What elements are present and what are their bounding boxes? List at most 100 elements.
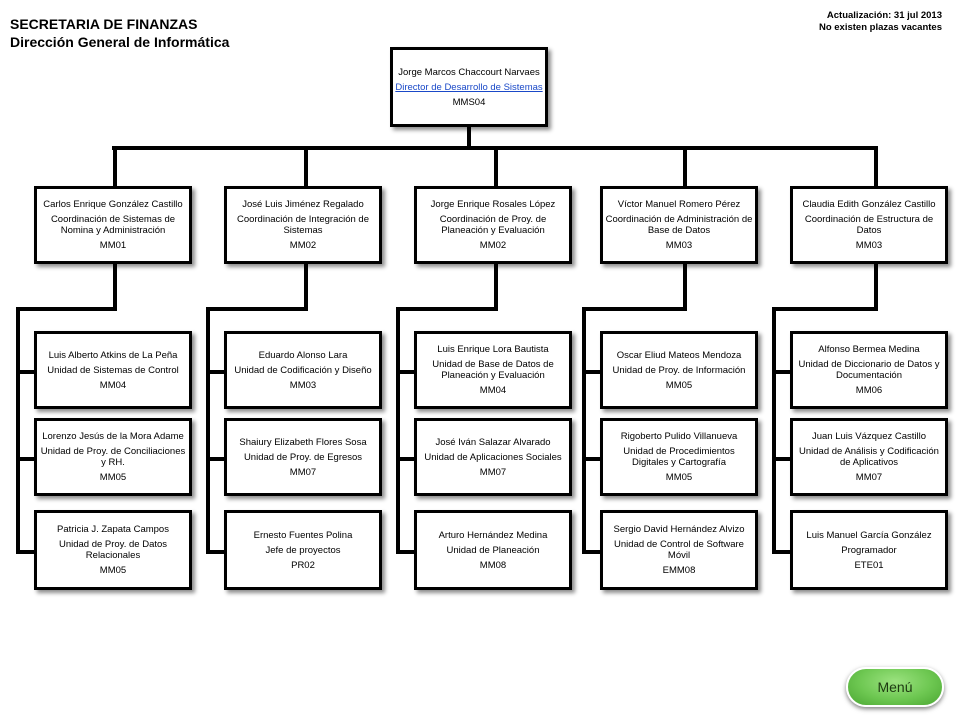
connector-bus-coord-3 bbox=[494, 146, 498, 186]
person-name: Carlos Enrique González Castillo bbox=[43, 199, 183, 210]
position-title: Unidad de Control de Software Móvil bbox=[614, 539, 744, 561]
position-code: MM07 bbox=[479, 466, 507, 478]
position-code: MM03 bbox=[855, 240, 883, 251]
position-title: Unidad de Sistemas de Control bbox=[47, 364, 179, 376]
connector-coord-side-5 bbox=[772, 307, 878, 311]
person-name: Juan Luis Vázquez Castillo bbox=[811, 431, 927, 442]
connector-side-vertical-5 bbox=[772, 307, 776, 552]
person-name: Claudia Edith González Castillo bbox=[802, 199, 936, 210]
person-name: Víctor Manuel Romero Pérez bbox=[617, 199, 741, 210]
connector-bus-coord-2 bbox=[304, 146, 308, 186]
connector-bus-coord-4 bbox=[683, 146, 687, 186]
person-name: Sergio David Hernández Alvizo bbox=[613, 524, 745, 535]
connector-unit-branch bbox=[206, 550, 224, 554]
connector-unit-branch bbox=[396, 370, 414, 374]
connector-director-bus bbox=[467, 127, 471, 149]
position-title: Unidad de Proy. de Egresos bbox=[243, 451, 363, 463]
connector-unit-branch bbox=[582, 550, 600, 554]
connector-coord-down-5 bbox=[874, 264, 878, 310]
vacancies-note: No existen plazas vacantes bbox=[818, 22, 942, 33]
position-code: MM02 bbox=[289, 240, 317, 251]
position-code: MM01 bbox=[99, 240, 127, 251]
position-code: MM03 bbox=[665, 240, 693, 251]
person-name: Luis Manuel García González bbox=[806, 529, 932, 541]
menu-button[interactable]: Menú bbox=[846, 667, 944, 707]
connector-unit-branch bbox=[206, 370, 224, 374]
connector-coord-down-3 bbox=[494, 264, 498, 310]
position-title: Unidad de Codificación y Diseño bbox=[234, 364, 372, 376]
position-code: MMS04 bbox=[452, 96, 486, 108]
person-name: Patricia J. Zapata Campos bbox=[57, 524, 169, 535]
connector-coord-side-1 bbox=[16, 307, 117, 311]
connector-side-vertical-3 bbox=[396, 307, 400, 552]
position-code: MM05 bbox=[665, 379, 693, 391]
connector-coord-side-2 bbox=[206, 307, 308, 311]
connector-side-vertical-4 bbox=[582, 307, 586, 552]
position-title: Unidad de Proy. de Conciliaciones y RH. bbox=[40, 446, 186, 468]
person-name: Jorge Enrique Rosales López bbox=[430, 199, 556, 210]
connector-coord-side-3 bbox=[396, 307, 498, 311]
connector-side-vertical-1 bbox=[16, 307, 20, 552]
position-title: Coordinación de Estructura de Datos bbox=[804, 214, 934, 236]
position-title: Coordinación de Administración de Base d… bbox=[605, 214, 753, 236]
connector-unit-branch bbox=[582, 370, 600, 374]
position-code: MM04 bbox=[99, 379, 127, 391]
connector-bus-coord-1 bbox=[113, 146, 117, 186]
department-title: Dirección General de Informática bbox=[10, 34, 230, 50]
position-code: MM07 bbox=[289, 466, 317, 478]
person-name: José Luis Jiménez Regalado bbox=[242, 199, 364, 210]
position-code: MM07 bbox=[855, 472, 883, 483]
position-title: Coordinación de Proy. de Planeación y Ev… bbox=[439, 214, 547, 236]
connector-unit-branch bbox=[396, 457, 414, 461]
position-title: Unidad de Proy. de Datos Relacionales bbox=[58, 539, 168, 561]
position-title: Unidad de Análisis y Codificación de Apl… bbox=[799, 446, 939, 468]
person-name: Ernesto Fuentes Polina bbox=[253, 529, 353, 541]
person-name: Jorge Marcos Chaccourt Narvaes bbox=[398, 66, 540, 78]
position-code: MM05 bbox=[99, 472, 127, 483]
connector-coord-down-4 bbox=[683, 264, 687, 310]
position-code: PR02 bbox=[291, 559, 315, 571]
connector-unit-branch bbox=[772, 370, 790, 374]
position-code: MM05 bbox=[99, 565, 127, 576]
position-title: Unidad de Aplicaciones Sociales bbox=[424, 451, 562, 463]
connector-unit-branch bbox=[16, 370, 34, 374]
person-name: Shaiury Elizabeth Flores Sosa bbox=[239, 436, 367, 448]
position-code: MM06 bbox=[855, 385, 883, 396]
connector-unit-branch bbox=[772, 550, 790, 554]
person-name: Alfonso Bermea Medina bbox=[818, 344, 920, 355]
org-title: SECRETARIA DE FINANZAS bbox=[10, 16, 198, 32]
connector-coord-side-4 bbox=[582, 307, 687, 311]
person-name: Lorenzo Jesús de la Mora Adame bbox=[42, 431, 184, 442]
connector-bus-coord-5 bbox=[874, 146, 878, 186]
connector-coord-down-2 bbox=[304, 264, 308, 310]
position-title: Unidad de Diccionario de Datos y Documen… bbox=[798, 359, 940, 381]
position-link[interactable]: Director de Desarrollo de Sistemas bbox=[395, 81, 543, 93]
position-title: Unidad de Base de Datos de Planeación y … bbox=[432, 359, 554, 381]
position-code: EMM08 bbox=[662, 565, 696, 576]
position-code: MM08 bbox=[479, 559, 507, 571]
connector-side-vertical-2 bbox=[206, 307, 210, 552]
connector-unit-branch bbox=[396, 550, 414, 554]
person-name: José Iván Salazar Alvarado bbox=[435, 436, 551, 448]
position-code: MM02 bbox=[479, 240, 507, 251]
connector-coord-down-1 bbox=[113, 264, 117, 310]
connector-unit-branch bbox=[206, 457, 224, 461]
update-date: Actualización: 31 jul 2013 bbox=[826, 10, 942, 21]
position-title: Unidad de Planeación bbox=[446, 544, 540, 556]
